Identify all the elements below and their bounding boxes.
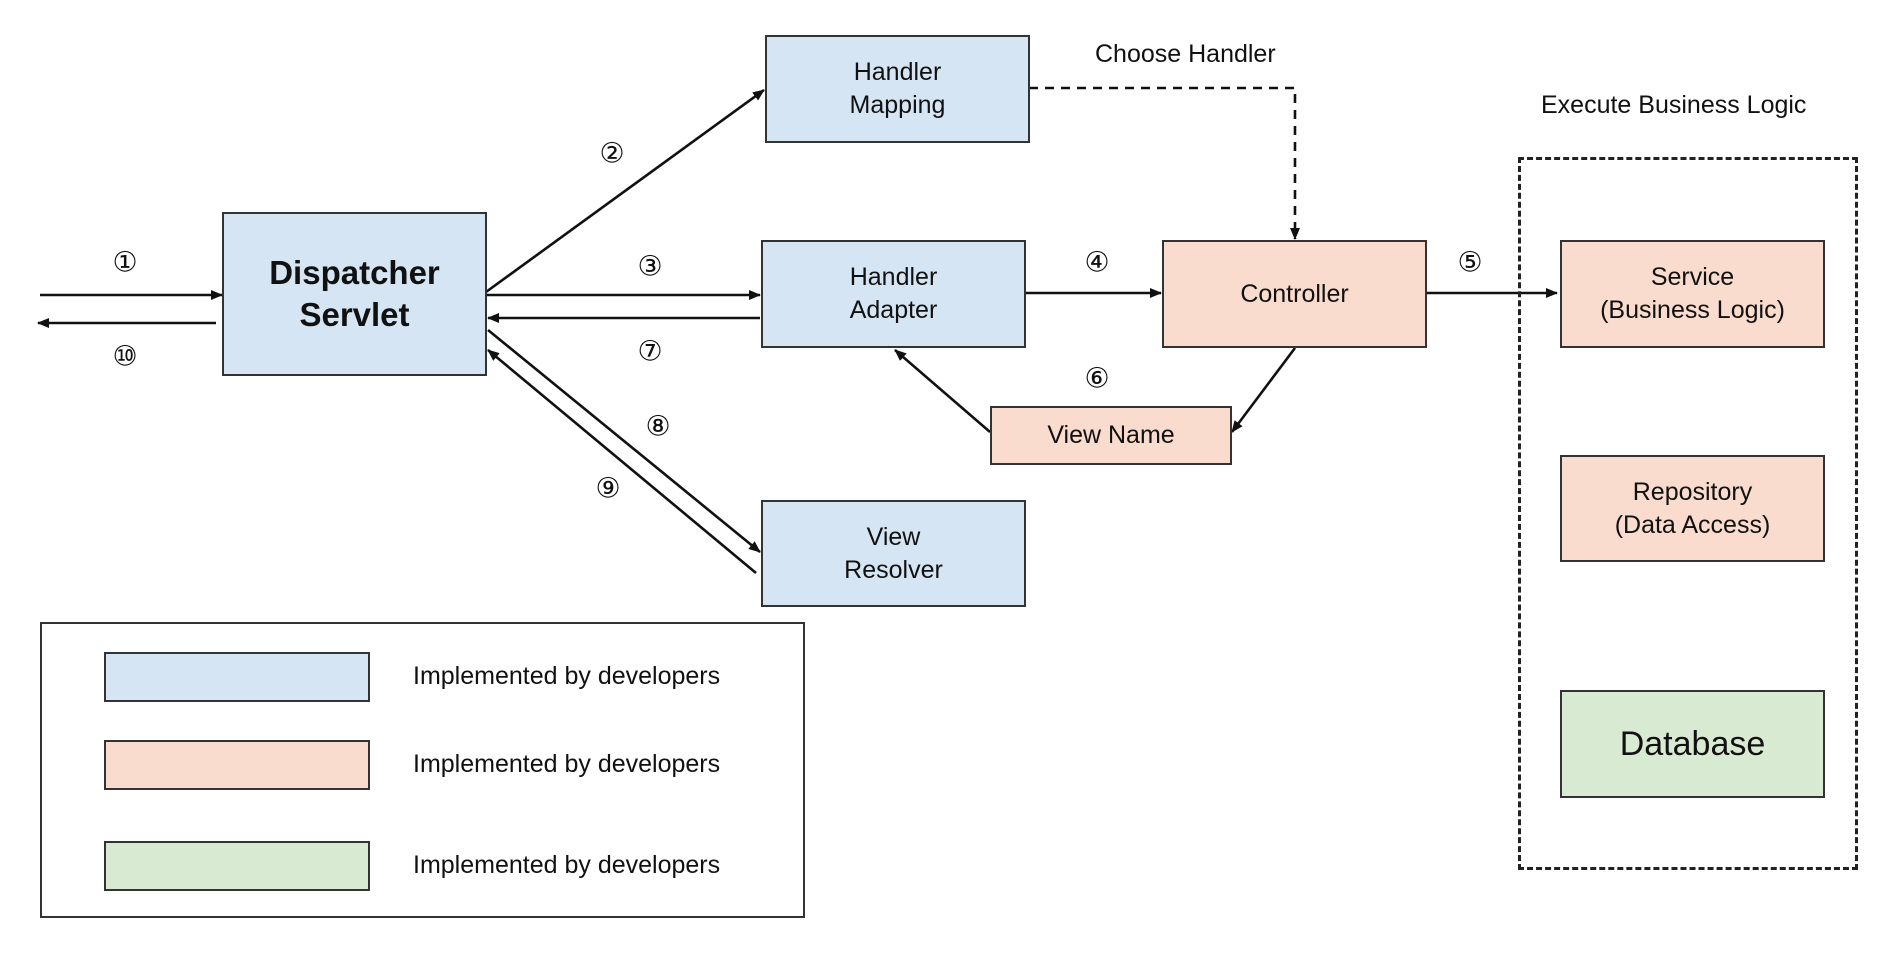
legend-label-blue: Implemented by developers — [413, 662, 721, 690]
database-box: Database — [1560, 690, 1825, 798]
arrow-controller-to-viewname — [1230, 347, 1297, 433]
legend-label-peach: Implemented by developers — [413, 750, 721, 778]
step-8-label: ⑧ — [645, 410, 671, 442]
arrow-step-9 — [487, 349, 757, 574]
step-3-label: ③ — [637, 250, 663, 282]
arrow-step-6 — [894, 349, 991, 433]
business-logic-group — [1518, 157, 1858, 870]
legend-swatch-peach — [104, 740, 370, 790]
arrow-step-8 — [487, 328, 761, 554]
handler-mapping-box: Handler Mapping — [765, 35, 1030, 143]
service-box: Service (Business Logic) — [1560, 240, 1825, 348]
handler-adapter-box: Handler Adapter — [761, 240, 1026, 348]
legend-label-green: Implemented by developers — [413, 851, 721, 879]
view-resolver-box: View Resolver — [761, 500, 1026, 607]
choose-handler-label: Choose Handler — [1095, 40, 1276, 68]
legend-swatch-blue — [104, 652, 370, 702]
step-5-label: ⑤ — [1457, 246, 1483, 278]
arrow-choose-handler — [1029, 86, 1300, 240]
execute-business-logic-label: Execute Business Logic — [1541, 91, 1807, 119]
step-4-label: ④ — [1084, 246, 1110, 278]
view-name-box: View Name — [990, 406, 1232, 465]
step-10-label: ⑩ — [112, 340, 138, 372]
step-1-label: ① — [112, 246, 138, 278]
legend: Implemented by developers Implemented by… — [40, 622, 805, 918]
dispatcher-servlet-box: Dispatcher Servlet — [222, 212, 487, 376]
step-7-label: ⑦ — [637, 335, 663, 367]
step-2-label: ② — [599, 137, 625, 169]
legend-swatch-green — [104, 841, 370, 891]
arrow-step-2 — [485, 88, 765, 294]
step-6-label: ⑥ — [1084, 362, 1110, 394]
repository-box: Repository (Data Access) — [1560, 455, 1825, 562]
controller-box: Controller — [1162, 240, 1427, 348]
step-9-label: ⑨ — [595, 472, 621, 504]
